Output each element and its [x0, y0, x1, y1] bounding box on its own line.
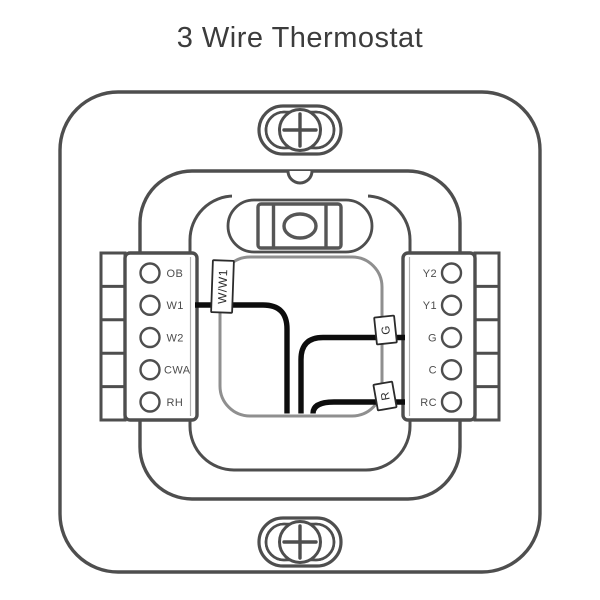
- terminal-label-y2: Y2: [423, 268, 437, 280]
- level-backing: [232, 191, 368, 199]
- terminal-cwa: [139, 359, 161, 381]
- bottom-screw: [257, 516, 343, 568]
- right-comb-body: [473, 251, 501, 422]
- left-terminal-comb: [99, 251, 127, 422]
- terminal-c: [440, 359, 463, 381]
- wire-labels: W/W1 G R: [210, 259, 398, 412]
- terminal-rc: [440, 391, 463, 413]
- top-screw: [257, 104, 343, 156]
- terminal-rh: [139, 391, 161, 413]
- terminal-label-ob: OB: [167, 268, 184, 280]
- wire-label-g: G: [373, 314, 398, 346]
- wire-g: [298, 334, 405, 414]
- wire-r: [310, 399, 405, 414]
- terminal-label-w1: W1: [167, 300, 184, 312]
- left-comb-body: [99, 251, 127, 422]
- level-window: [256, 202, 343, 250]
- right-terminal-comb: [473, 251, 501, 422]
- wire-label-r-box: [372, 380, 398, 412]
- terminal-g: [440, 326, 463, 349]
- terminal-label-cwa: CWA: [164, 365, 191, 377]
- svg-text:W/W1: W/W1: [215, 269, 230, 305]
- terminal-w2: [139, 326, 161, 349]
- right-block-body: [401, 251, 477, 422]
- terminal-label-c: C: [429, 365, 437, 377]
- ring-top-notch: [286, 170, 314, 185]
- terminal-label-y1: Y1: [423, 300, 437, 312]
- wires: [195, 302, 405, 414]
- terminal-label-w2: W2: [167, 332, 184, 344]
- terminal-y2: [440, 262, 463, 284]
- wire-label-w-w1-box: [210, 259, 235, 314]
- terminal-w1: [139, 294, 161, 316]
- svg-text:G: G: [380, 325, 393, 336]
- left-block-body: [123, 251, 199, 422]
- wire-w-w1: [195, 302, 290, 414]
- diagram-title: 3 Wire Thermostat: [176, 22, 424, 54]
- terminal-label-rc: RC: [420, 397, 437, 409]
- terminal-y1: [440, 294, 463, 316]
- right-terminal-block: Y2 Y1 G C RC: [401, 251, 501, 422]
- terminal-ob: [139, 262, 161, 284]
- terminal-label-rh: RH: [167, 397, 184, 409]
- level-bubble: [282, 212, 318, 240]
- bottom-screw-slot: [257, 516, 343, 568]
- terminal-label-g: G: [428, 332, 437, 344]
- top-screw-phillips-icon: [282, 112, 318, 148]
- wire-label-g-box: [373, 314, 398, 346]
- bottom-screw-phillips-icon: [282, 524, 318, 560]
- wire-label-w-w1: W/W1: [210, 259, 235, 314]
- wire-label-r: R: [372, 380, 398, 412]
- level-body: [226, 198, 374, 254]
- svg-text:R: R: [379, 390, 392, 401]
- left-terminal-block: OB W1 W2 CWA RH: [99, 251, 199, 422]
- top-screw-slot: [257, 104, 343, 156]
- mounting-level: [226, 191, 374, 254]
